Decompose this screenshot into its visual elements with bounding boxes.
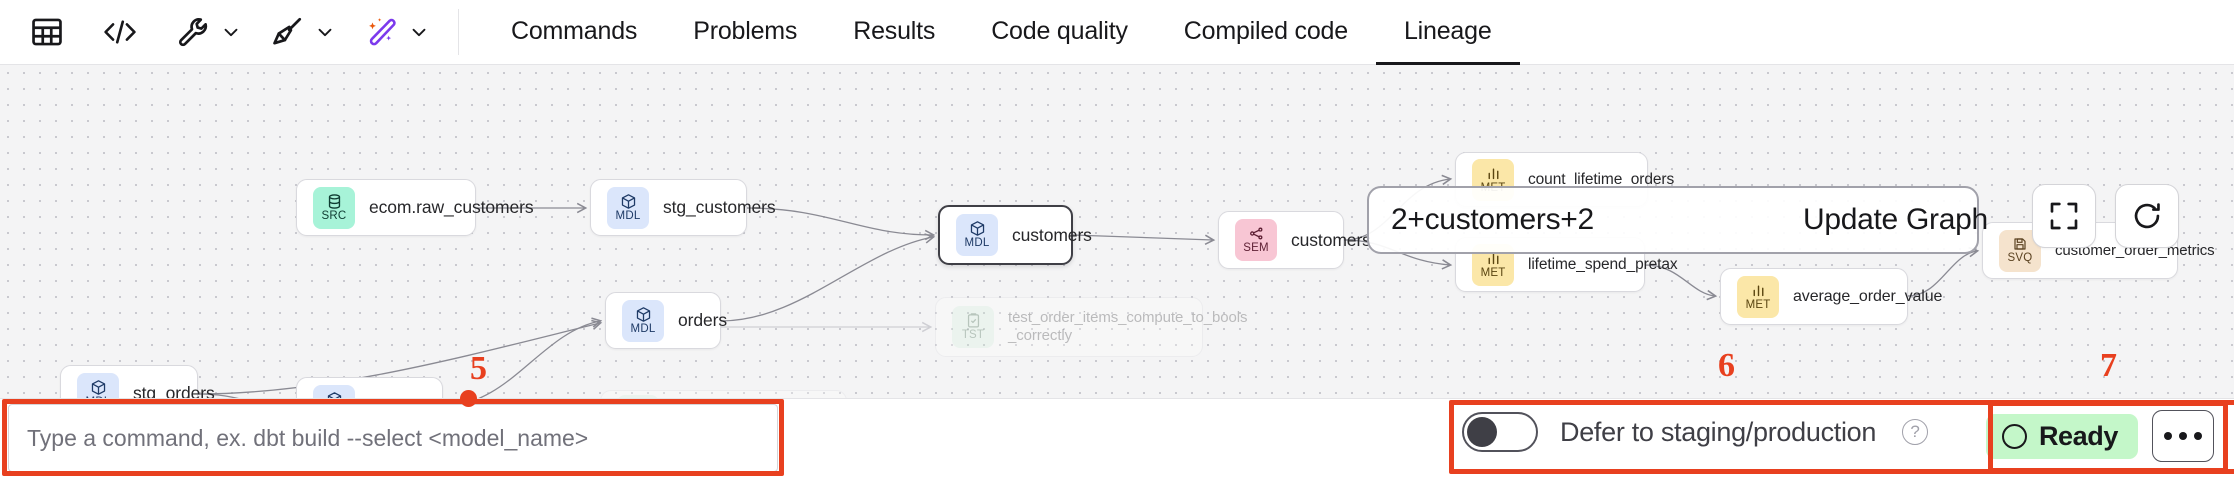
tab-problems[interactable]: Problems	[693, 16, 798, 45]
lineage-node-order-items[interactable]: MDL order_items	[296, 377, 460, 398]
node-type-badge-mdl: MDL	[956, 214, 998, 256]
command-input[interactable]	[8, 404, 778, 472]
badge-label: MDL	[86, 396, 111, 398]
lineage-graph-canvas[interactable]: SRC ecom.raw_customers MDL stg_customers…	[0, 65, 2234, 398]
wrench-chevron-down-icon[interactable]	[218, 21, 244, 43]
graph-command-pill: Update Graph	[1367, 186, 1988, 254]
badge-label: TST	[961, 329, 985, 342]
toggle-knob	[1467, 417, 1497, 447]
badge-label: MET	[1480, 266, 1506, 279]
help-circle-icon[interactable]: ?	[1902, 419, 1929, 445]
node-type-badge-mdl: MDL	[77, 372, 119, 398]
node-label: stg_customers	[663, 197, 776, 217]
top-toolbar: Commands Problems Results Code quality C…	[0, 0, 2234, 65]
node-type-badge-tst: TST	[617, 395, 659, 398]
node-label: test_order_items_compute_to_bools _corre…	[1008, 308, 1248, 344]
tab-lineage[interactable]: Lineage	[1375, 0, 1520, 65]
table-icon[interactable]	[22, 6, 72, 58]
command-input-wrapper	[8, 404, 778, 472]
panel-tabs: Commands Problems Results Code quality C…	[483, 0, 1520, 65]
lineage-node-average-order-value[interactable]: MET average_order_value	[1720, 268, 1942, 325]
magic-wand-icon[interactable]	[356, 6, 406, 58]
node-type-badge-sem: SEM	[1235, 219, 1277, 261]
lineage-node-stg-customers[interactable]: MDL stg_customers	[590, 179, 776, 236]
broom-chevron-down-icon[interactable]	[312, 21, 338, 43]
fit-view-button[interactable]	[2032, 184, 2096, 248]
node-type-badge-mdl: MDL	[607, 186, 649, 229]
node-type-badge-src: SRC	[313, 186, 355, 229]
tab-code-quality[interactable]: Code quality	[991, 16, 1128, 45]
node-type-badge-tst: TST	[952, 306, 994, 348]
node-type-badge-mdl: MDL	[622, 299, 664, 342]
update-graph-button[interactable]: Update Graph	[1803, 203, 1988, 236]
tab-compiled-code[interactable]: Compiled code	[1183, 16, 1348, 45]
defer-control: Defer to staging/production ?	[1462, 412, 1929, 452]
lineage-node-test-order-items[interactable]: TST test_order_items_compute_to_bools _c…	[935, 297, 1247, 357]
lineage-node-test-supply-costs[interactable]: TST test_supply_costs_sum_correctly	[600, 390, 847, 398]
node-label: count_lifetime_orders	[1528, 170, 1675, 188]
node-label: ecom.raw_customers	[369, 197, 534, 217]
tab-results[interactable]: Results	[853, 16, 936, 45]
node-label: average_order_value	[1793, 287, 1943, 305]
more-options-button[interactable]	[2152, 410, 2214, 462]
magic-chevron-down-icon[interactable]	[406, 21, 432, 43]
node-label: orders	[678, 310, 728, 330]
status-label: Ready	[2038, 420, 2118, 451]
lineage-node-customer-order-metrics[interactable]: SVQ customer_order_metrics	[1982, 222, 2215, 279]
node-label: stg_orders	[133, 383, 215, 398]
tab-commands[interactable]: Commands	[511, 16, 638, 45]
node-label: customers	[1291, 229, 1371, 250]
status-and-menu: Ready	[1985, 410, 2214, 462]
node-label: customers	[1012, 224, 1092, 245]
node-label: lifetime_spend_pretax	[1528, 255, 1678, 273]
badge-label: SVQ	[2007, 252, 2033, 265]
badge-label: SRC	[321, 209, 347, 222]
lineage-node-customers-semantic[interactable]: SEM customers	[1218, 211, 1371, 269]
node-type-badge-mdl: MDL	[313, 384, 355, 398]
broom-icon[interactable]	[262, 6, 312, 58]
lineage-node-orders[interactable]: MDL orders	[605, 292, 727, 349]
refresh-graph-button[interactable]	[2115, 184, 2179, 248]
badge-label: MDL	[630, 322, 656, 335]
badge-label: SEM	[1243, 242, 1269, 255]
lineage-node-stg-orders[interactable]: MDL stg_orders	[60, 365, 215, 398]
defer-toggle[interactable]	[1462, 412, 1538, 452]
toolbar-divider	[458, 9, 459, 55]
badge-label: MDL	[964, 237, 990, 250]
more-dot-icon	[2179, 432, 2187, 440]
status-circle-icon	[2001, 423, 2027, 449]
badge-label: MET	[1745, 298, 1771, 311]
node-type-badge-met: MET	[1737, 275, 1779, 318]
badge-label: MDL	[615, 209, 641, 222]
more-dot-icon	[2164, 432, 2172, 440]
lineage-node-customers-model[interactable]: MDL customers	[938, 205, 1092, 265]
defer-label: Defer to staging/production	[1560, 416, 1877, 447]
node-label: customer_order_metrics	[2055, 242, 2215, 259]
status-badge[interactable]: Ready	[1985, 413, 2138, 459]
toolbar-icon-group	[0, 0, 469, 65]
lineage-node-ecom-raw-customers[interactable]: SRC ecom.raw_customers	[296, 179, 534, 236]
wrench-icon[interactable]	[168, 6, 218, 58]
graph-selector-input[interactable]	[1369, 188, 1777, 252]
node-label: order_items	[369, 395, 460, 398]
more-dot-icon	[2194, 432, 2202, 440]
code-icon[interactable]	[94, 6, 146, 58]
